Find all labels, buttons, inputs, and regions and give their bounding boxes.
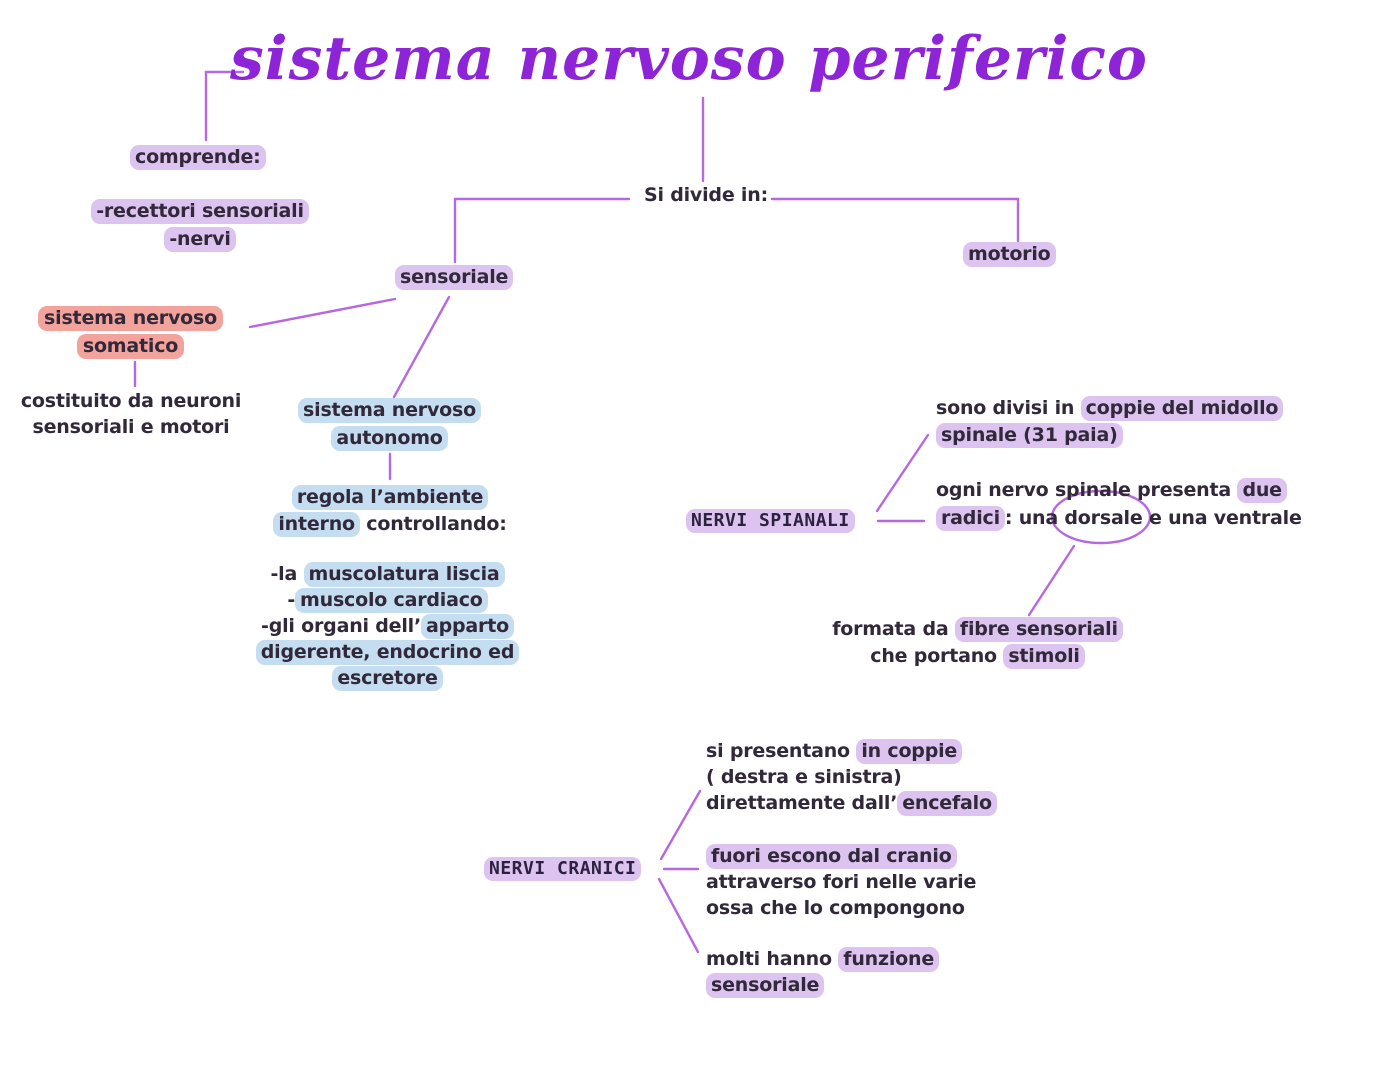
divisi-l1-pre: sono divisi in [936, 397, 1081, 419]
list-l1-hl: muscolatura liscia [303, 562, 505, 587]
node-spinali-radici: ogni nervo spinale presenta due radici: … [936, 476, 1302, 532]
cranio-l2: attraverso fori nelle varie [706, 871, 977, 893]
regola-controllando: controllando: [359, 513, 507, 535]
formata-l1-pre: formata da [832, 618, 955, 640]
list-l3-pre: -gli organi dell’ [261, 615, 421, 637]
divisi-l1-hl: coppie del midollo [1080, 396, 1284, 421]
formata-l2-pre: che portano [870, 645, 1004, 667]
formata-l1-hl: fibre sensoriali [954, 617, 1123, 642]
connector-divide-motorio [770, 197, 1020, 243]
connector-cranici-coppie [659, 789, 702, 861]
motorio-label: motorio [963, 242, 1056, 267]
radici-dorsale: dorsale [1064, 507, 1143, 529]
dorsale-circle [1050, 489, 1152, 545]
funzione-l1-hl: funzione [838, 947, 940, 972]
nervi-spinali-label: NERVI SPIANALI [686, 509, 855, 533]
regola-line1: regola l’ambiente [291, 485, 489, 510]
list-l2-hl: muscolo cardiaco [295, 588, 488, 613]
connector-sensoriale-autonomo [392, 295, 451, 399]
connector-sensoriale-somatico [248, 297, 397, 329]
funzione-l1-pre: molti hanno [706, 948, 839, 970]
comprende-item-nervi: -nervi [164, 227, 236, 252]
funzione-l2-hl: sensoriale [706, 973, 825, 998]
node-organi-list: -la muscolatura liscia -muscolo cardiaco… [235, 561, 540, 691]
node-somatico: sistema nervoso somatico [18, 304, 243, 360]
page-title: sistema nervoso periferico [230, 24, 1148, 94]
coppie-l2: ( destra e sinistra) [706, 766, 902, 788]
node-spinali-divisi: sono divisi in coppie del midollo spinal… [936, 395, 1284, 449]
radici-l2-hl: radici [936, 506, 1005, 531]
somatico-desc-line2: sensoriali e motori [32, 416, 230, 438]
connector-title-comprende [204, 70, 245, 142]
comprende-item-recettori: -recettori sensoriali [91, 199, 309, 224]
autonomo-line2: autonomo [331, 426, 448, 451]
coppie-l3-hl: encefalo [897, 791, 997, 816]
node-somatico-desc: costituito da neuroni sensoriali e motor… [0, 388, 262, 440]
cranio-l1-hl: fuori escono dal cranio [706, 844, 957, 869]
node-autonomo: sistema nervoso autonomo [282, 396, 497, 452]
node-si-divide: Si divide in: [644, 184, 768, 206]
list-l4-hl: digerente, endocrino ed [255, 640, 520, 665]
somatico-desc-line1: costituito da neuroni [20, 390, 242, 412]
radici-l1-pre: ogni nervo spinale presenta [936, 479, 1238, 501]
list-l3-hl: apparto [421, 614, 514, 639]
connector-divide-sensoriale [453, 197, 631, 264]
coppie-l3-pre: direttamente dall’ [706, 792, 898, 814]
node-motorio: motorio [963, 241, 1056, 267]
divisi-l2-hl: spinale (31 paia) [936, 423, 1123, 448]
formata-l2-hl: stimoli [1003, 644, 1085, 669]
radici-l2-mid: : una [1004, 507, 1065, 529]
node-comprende: comprende: [130, 144, 266, 170]
connector-spinali-divisi [875, 433, 930, 513]
node-cranici-funzione: molti hanno funzione sensoriale [706, 946, 940, 998]
coppie-l1-pre: si presentano [706, 740, 857, 762]
list-l1-pre: -la [270, 563, 304, 585]
radici-l1-hl: due [1237, 478, 1287, 503]
node-nervi-spinali: NERVI SPIANALI [686, 508, 855, 534]
node-nervi-cranici: NERVI CRANICI [484, 856, 642, 882]
connector-dorsale-formata [1027, 544, 1076, 617]
radici-l2-rest: e una ventrale [1142, 507, 1302, 529]
node-cranici-cranio: fuori escono dal cranio attraverso fori … [706, 843, 976, 921]
list-l2-pre: - [287, 589, 296, 611]
coppie-l1-hl: in coppie [856, 739, 963, 764]
node-comprende-items: -recettori sensoriali -nervi [55, 197, 345, 253]
autonomo-line1: sistema nervoso [298, 398, 481, 423]
node-regola: regola l’ambiente interno controllando: [245, 484, 535, 538]
cranio-l3: ossa che lo compongono [706, 897, 965, 919]
node-sensoriale: sensoriale [395, 264, 514, 290]
nervi-cranici-label: NERVI CRANICI [484, 857, 642, 881]
node-formata: formata da fibre sensoriali che portano … [805, 616, 1150, 670]
somatico-line1: sistema nervoso [38, 306, 223, 331]
node-cranici-coppie: si presentano in coppie ( destra e sinis… [706, 738, 997, 816]
regola-interno: interno [273, 512, 360, 537]
comprende-label: comprende: [130, 145, 266, 170]
list-l5-hl: escretore [332, 666, 443, 691]
sensoriale-label: sensoriale [395, 265, 514, 290]
connector-cranici-funzione [657, 877, 700, 954]
somatico-line2: somatico [76, 334, 185, 359]
